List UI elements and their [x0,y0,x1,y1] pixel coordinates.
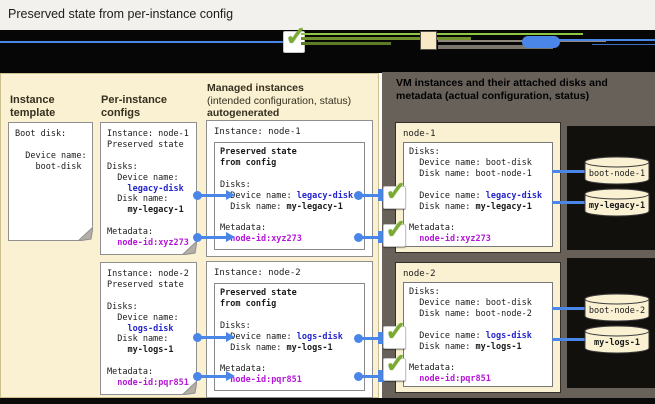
applied-check-icon: ✓ [383,216,407,247]
instance-template-code: Boot disk: Device name: boot-disk [15,129,87,172]
managed-instance-title: Instance: node-2 [214,268,301,278]
instance-template-box-icon [420,31,437,50]
disk-label: my-logs-1 [593,338,641,348]
disk-link-line [552,338,585,341]
managed-instances-heading: Managed instances (intended configuratio… [207,82,352,119]
disks-backdrop-node-1 [567,126,655,250]
instance-template-heading: Instance template [10,94,56,119]
page-fold-icon [182,240,197,255]
legend-green-arrow [301,37,471,40]
vm-title: node-1 [403,129,436,139]
vm-title: node-2 [403,269,436,279]
disk-cylinder-icon: my-legacy-1 [584,188,650,218]
disk-label: boot-node-2 [588,306,646,316]
legend-gray-arrow [438,45,553,49]
legend-green-arrow-2 [301,42,391,45]
vm-config-code: Disks: Device name: boot-disk Disk name:… [409,287,532,385]
legend-blue-line-right [558,39,655,41]
vm-config-code: Disks: Device name: boot-disk Disk name:… [409,147,543,245]
legend-bar: ✓ [0,23,655,73]
disk-link-line [552,307,585,310]
vm-box-node-2: node-2 Disks: Device name: boot-disk Dis… [395,262,561,393]
disk-cylinder-icon: my-logs-1 [584,325,650,355]
page-fold-icon [182,380,197,395]
applied-check-icon: ✓ [383,350,407,381]
applied-check-icon: ✓ [383,318,407,349]
page-fold-icon [78,226,93,241]
disk-cylinder-icon: boot-node-1 [584,156,650,186]
legend-green-line [301,33,583,35]
title-bar: Preserved state from per-instance config [0,0,655,30]
vm-box-node-1: node-1 Disks: Device name: boot-disk Dis… [395,122,561,253]
vm-config-box: Disks: Device name: boot-disk Disk name:… [403,142,553,247]
managed-instance-title: Instance: node-1 [214,127,301,137]
vm-instances-heading: VM instances and their attached disks an… [396,77,608,102]
instance-template-card: Boot disk: Device name: boot-disk [8,122,93,241]
legend-blue-line-left [0,41,283,43]
disk-label: my-legacy-1 [588,201,646,211]
disk-label: boot-node-1 [588,169,646,179]
disk-link-line [552,201,585,204]
disk-cylinder-icon: boot-node-2 [584,293,650,323]
bottom-strip [0,398,655,404]
legend-blue-line-right-2 [592,44,655,45]
disks-backdrop-node-2 [567,258,655,388]
vm-config-box: Disks: Device name: boot-disk Disk name:… [403,282,553,387]
disk-link-line [552,170,585,173]
page-title: Preserved state from per-instance config [8,7,234,21]
applied-check-icon: ✓ [383,178,407,209]
blue-disk-reference-icon [522,36,560,48]
per-instance-configs-heading: Per-instance configs [101,94,168,119]
